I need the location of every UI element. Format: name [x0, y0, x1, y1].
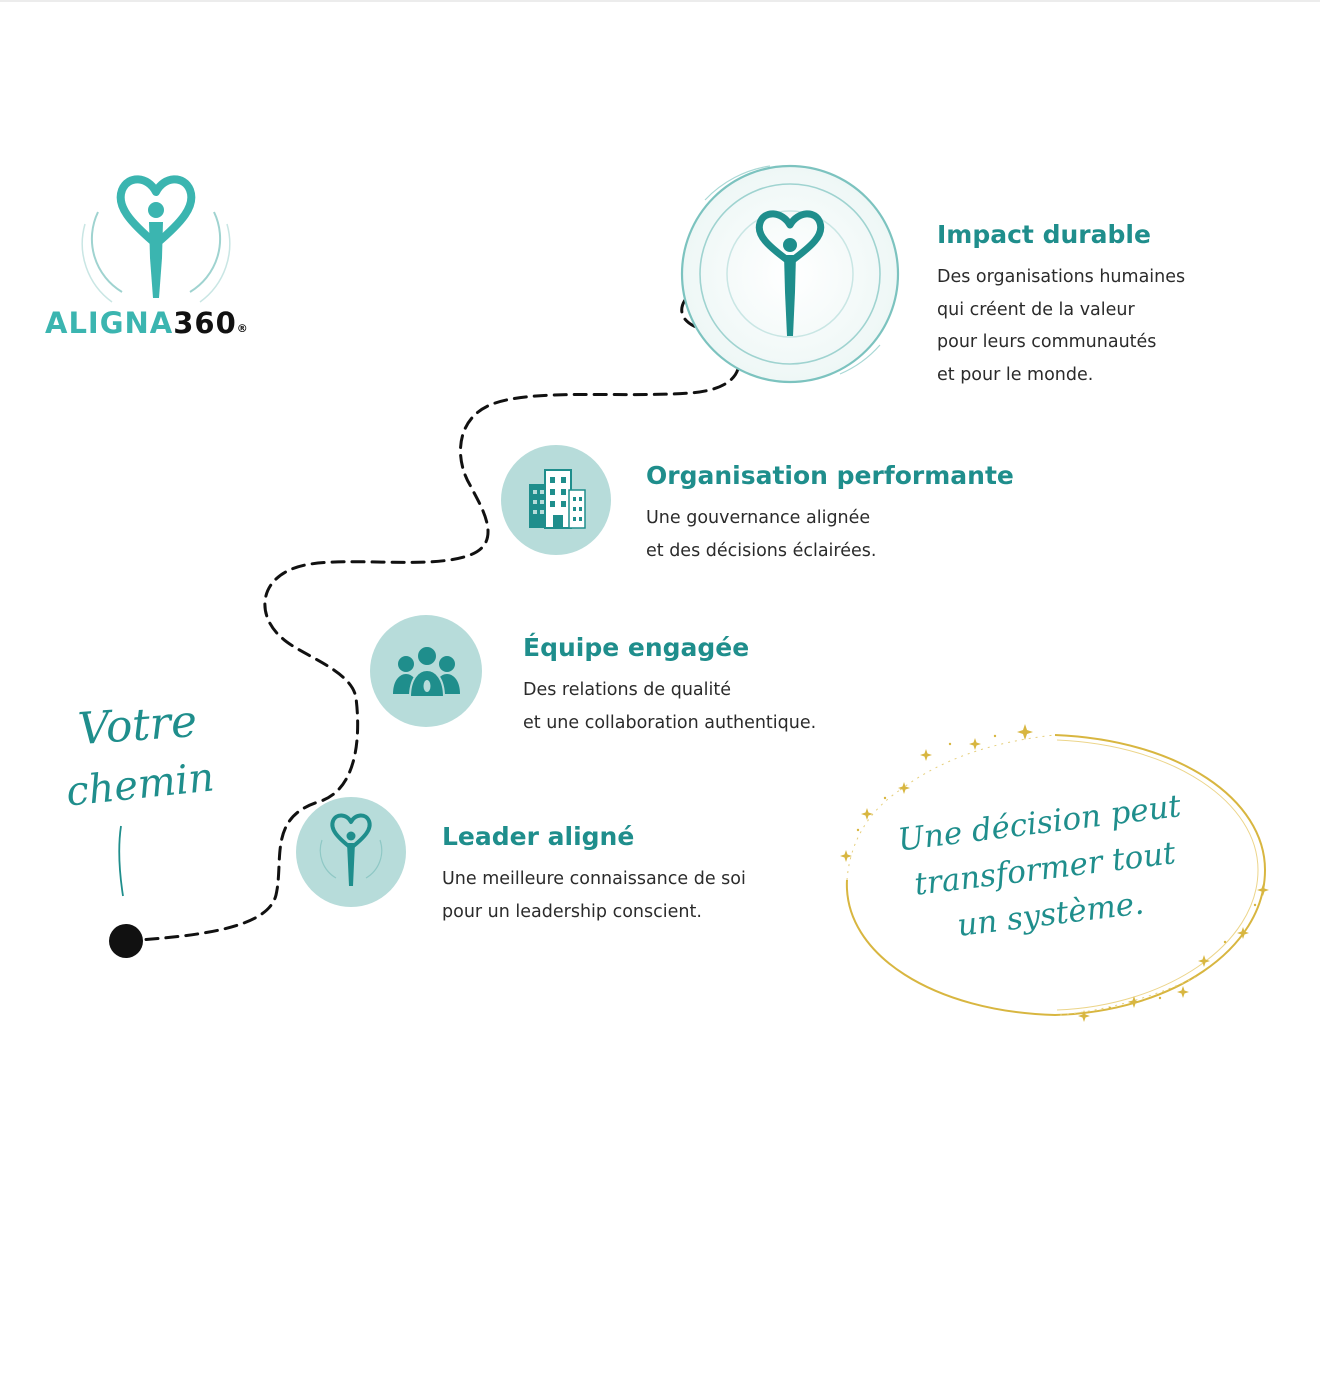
step-desc-equipe: Des relations de qualité et une collabor…	[523, 674, 816, 739]
impact-icon-circle	[680, 164, 900, 384]
team-icon-circle	[370, 615, 482, 727]
step-title-organisation: Organisation performante	[646, 461, 1014, 490]
step-desc-line: et des décisions éclairées.	[646, 540, 877, 561]
step-desc-line: Des organisations humaines	[937, 267, 1186, 287]
start-dot	[109, 924, 143, 958]
step-desc-line: pour un leadership conscient.	[442, 901, 702, 922]
journey-path	[124, 275, 741, 943]
step-title-leader: Leader aligné	[442, 822, 635, 851]
leader-icon-circle	[296, 797, 406, 907]
step-title-equipe: Équipe engagée	[523, 633, 750, 662]
logo-wordmark: ALIGNA360®	[45, 303, 249, 343]
step-desc-line: pour leurs communautés	[937, 332, 1157, 352]
step-desc-impact: Des organisations humaines qui créent de…	[937, 261, 1185, 391]
step-desc-line: et une collaboration authentique.	[523, 712, 817, 733]
top-border	[0, 0, 1320, 2]
logo-emblem-icon	[81, 175, 231, 303]
step-desc-organisation: Une gouvernance alignée et des décisions…	[646, 502, 876, 567]
label-stroke	[118, 825, 124, 897]
organisation-icon-circle	[501, 445, 611, 555]
team-icon	[393, 645, 460, 698]
logo-text-aligna: ALIGNA	[45, 306, 174, 340]
step-desc-line: et pour le monde.	[937, 364, 1094, 385]
quote-frame	[840, 724, 1269, 1022]
step-desc-line: Une meilleure connaissance de soi	[442, 869, 746, 889]
step-desc-line: Une gouvernance alignée	[646, 508, 871, 528]
logo-text-360: 360	[173, 306, 237, 340]
step-desc-line: qui créent de la valeur	[937, 299, 1135, 320]
logo-registered-mark: ®	[236, 322, 249, 335]
step-desc-line: Des relations de qualité	[523, 680, 732, 700]
path-label-votre: Votre	[76, 695, 199, 756]
buildings-icon	[529, 469, 586, 529]
step-desc-leader: Une meilleure connaissance de soi pour u…	[442, 863, 746, 928]
step-title-impact: Impact durable	[937, 220, 1151, 249]
